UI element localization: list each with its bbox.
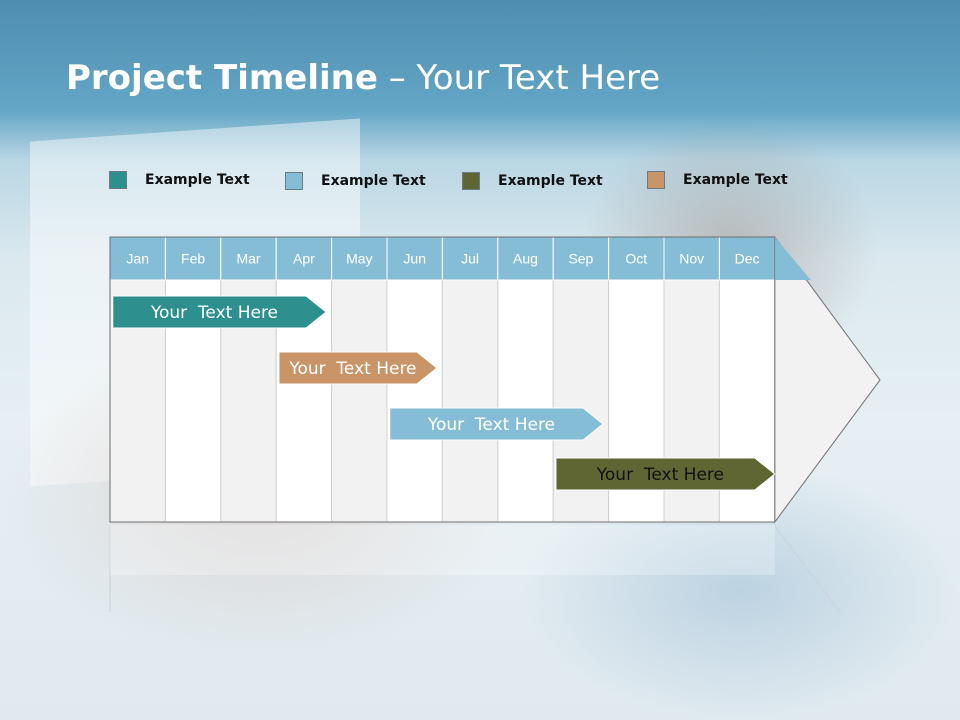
month-label: Aug <box>513 251 538 267</box>
task-bar <box>555 457 776 491</box>
reflection-line <box>774 525 841 613</box>
legend-label: Example Text <box>321 173 426 189</box>
task-label: Your Text Here <box>596 465 724 485</box>
legend-label: Example Text <box>145 172 250 188</box>
month-label: Sep <box>568 251 593 267</box>
month-label: Apr <box>293 251 315 267</box>
month-column <box>386 279 443 523</box>
month-header-cell <box>663 236 720 281</box>
task-bar <box>389 407 604 441</box>
legend-item: Example Text <box>109 171 250 189</box>
month-label: Mar <box>236 251 260 267</box>
legend-swatch <box>647 171 665 189</box>
month-header-cell <box>552 236 610 281</box>
month-label: Nov <box>679 251 704 267</box>
month-column <box>497 279 554 523</box>
legend-item: Example Text <box>462 172 603 190</box>
month-label: Jun <box>403 251 426 267</box>
month-header-cell <box>718 236 776 281</box>
month-column <box>441 279 499 523</box>
page-title: Project Timeline – Your Text Here <box>66 58 660 98</box>
legend-label: Example Text <box>683 172 788 188</box>
task-label: Your Text Here <box>427 415 555 435</box>
legend-label: Example Text <box>498 173 603 189</box>
task-bar <box>112 295 327 329</box>
month-label: Dec <box>735 251 760 267</box>
task-bar <box>278 351 438 385</box>
month-header-cell <box>386 236 443 281</box>
task-label: Your Text Here <box>150 303 278 323</box>
legend-item: Example Text <box>647 171 788 189</box>
timeline-border <box>109 236 776 523</box>
legend-swatch <box>109 171 127 189</box>
legend-swatch <box>285 172 303 190</box>
month-label: Jan <box>126 251 149 267</box>
legend-item: Example Text <box>285 172 426 190</box>
month-header-cell <box>497 236 554 281</box>
month-header-cell <box>441 236 499 281</box>
arrow-head-header <box>774 237 811 280</box>
month-label: May <box>346 251 372 267</box>
month-header-cell <box>608 236 665 281</box>
month-label: Oct <box>625 251 647 267</box>
reflection-area <box>110 525 775 575</box>
task-label: Your Text Here <box>288 359 416 379</box>
month-column <box>331 279 388 523</box>
month-label: Jul <box>461 251 479 267</box>
month-label: Feb <box>181 251 205 267</box>
title-bold: Project Timeline <box>66 58 378 98</box>
title-rest: – Your Text Here <box>377 58 661 98</box>
legend-swatch <box>462 172 480 190</box>
month-header-cell <box>331 236 388 281</box>
month-header-cell <box>275 236 333 281</box>
